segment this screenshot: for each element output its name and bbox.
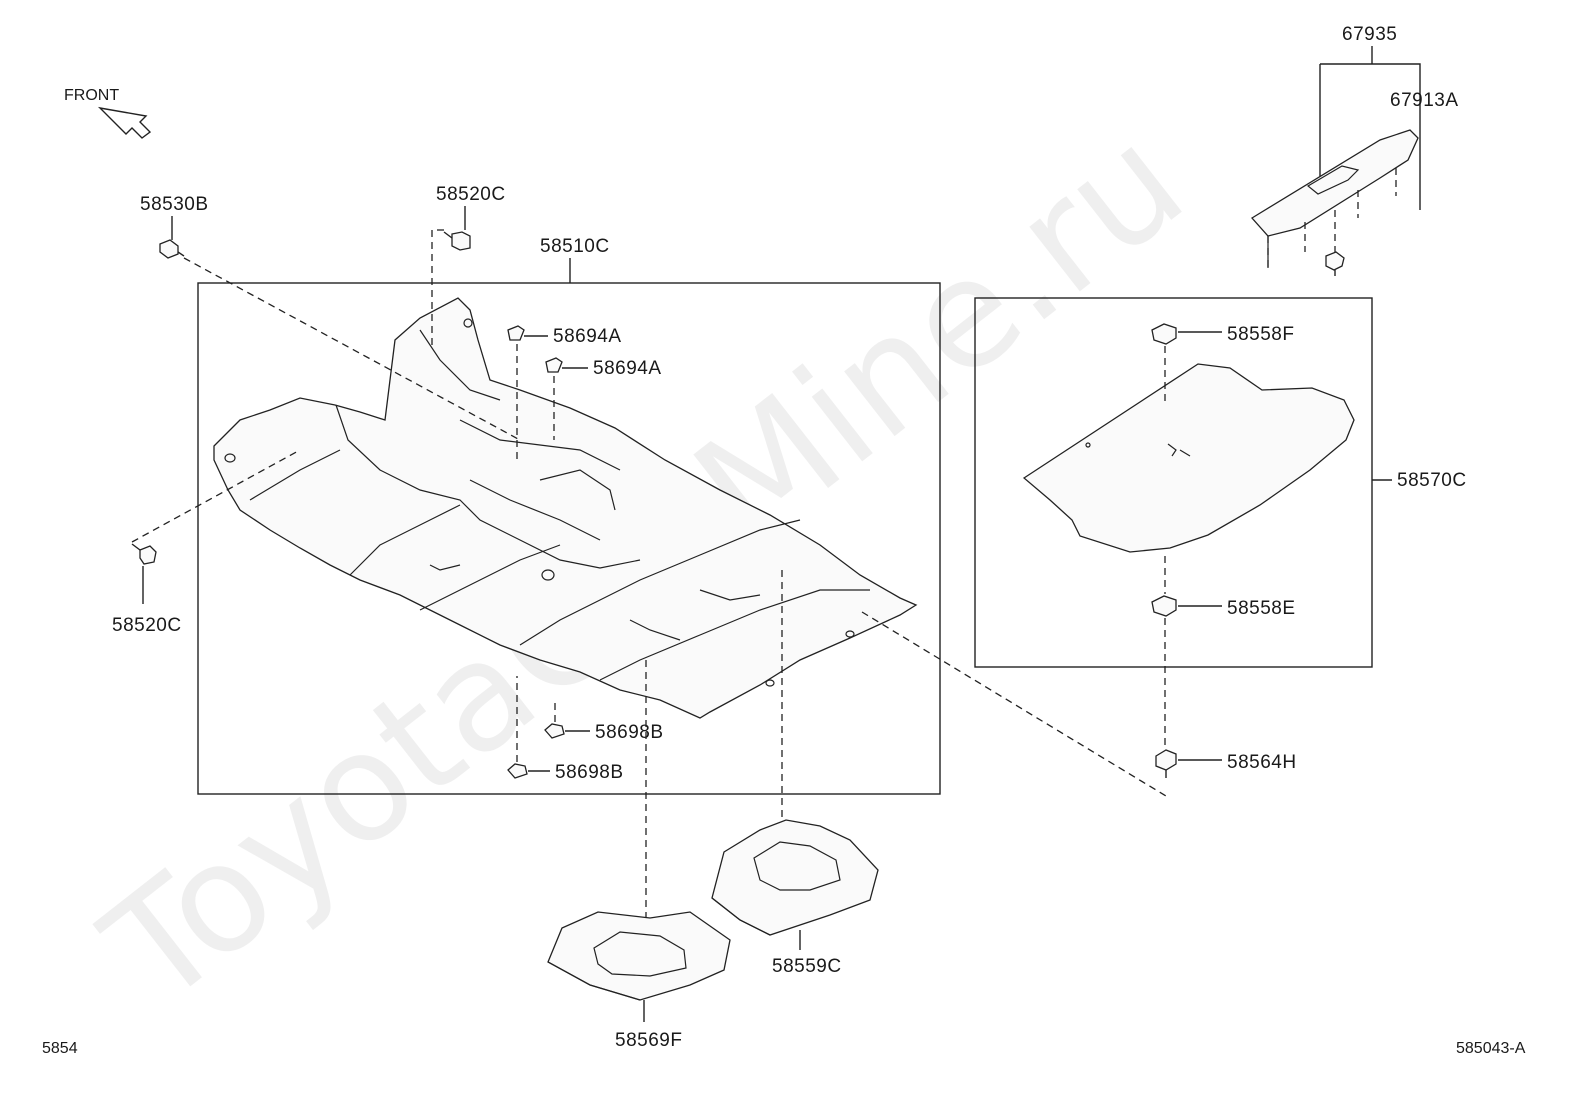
clip-58520C-top-icon: [443, 231, 471, 251]
part-label-58564H[interactable]: 58564H: [1227, 752, 1297, 773]
floor-pad-58559C-illustration: [711, 819, 879, 936]
part-label-58698B-upper[interactable]: 58698B: [595, 722, 664, 743]
front-label: FRONT: [64, 87, 119, 104]
clip-67913A-icon: [1325, 251, 1345, 276]
floor-pad-58569F-illustration: [547, 911, 731, 1001]
clip-58694A-lower-icon: [545, 357, 563, 373]
part-label-58569F[interactable]: 58569F: [615, 1030, 682, 1051]
part-label-58558F[interactable]: 58558F: [1227, 324, 1294, 345]
floor-carpet-group-frame: [197, 282, 941, 795]
deck-board-group-frame: [974, 297, 1373, 668]
front-arrow-icon: [97, 106, 152, 139]
screw-58530B-icon: [159, 239, 185, 259]
part-label-58510C[interactable]: 58510C: [540, 236, 610, 257]
figure-code: 585043-A: [1456, 1040, 1526, 1057]
part-label-58530B[interactable]: 58530B: [140, 194, 209, 215]
clip-58698B-upper-icon: [544, 723, 565, 739]
floor-carpet-illustration: [213, 297, 918, 719]
page-code: 5854: [42, 1040, 78, 1057]
clip-58694A-upper-icon: [507, 325, 525, 341]
part-label-58558E[interactable]: 58558E: [1227, 598, 1296, 619]
part-label-58694A-upper[interactable]: 58694A: [553, 326, 622, 347]
part-label-58698B-lower[interactable]: 58698B: [555, 762, 624, 783]
clip-58558E-icon: [1151, 595, 1177, 617]
deck-board-58570C-illustration: [1022, 363, 1355, 553]
clip-58520C-left-icon: [131, 543, 157, 565]
part-label-58520C-top[interactable]: 58520C: [436, 184, 506, 205]
clip-58558F-icon: [1151, 323, 1177, 345]
part-label-58570C[interactable]: 58570C: [1397, 470, 1467, 491]
part-label-58559C[interactable]: 58559C: [772, 956, 842, 977]
part-label-58694A-lower[interactable]: 58694A: [593, 358, 662, 379]
part-label-67935[interactable]: 67935: [1342, 24, 1397, 45]
part-label-67913A[interactable]: 67913A: [1390, 90, 1459, 111]
part-label-58520C-left[interactable]: 58520C: [112, 615, 182, 636]
clip-58698B-lower-icon: [507, 763, 528, 779]
clip-58564H-icon: [1155, 749, 1177, 778]
